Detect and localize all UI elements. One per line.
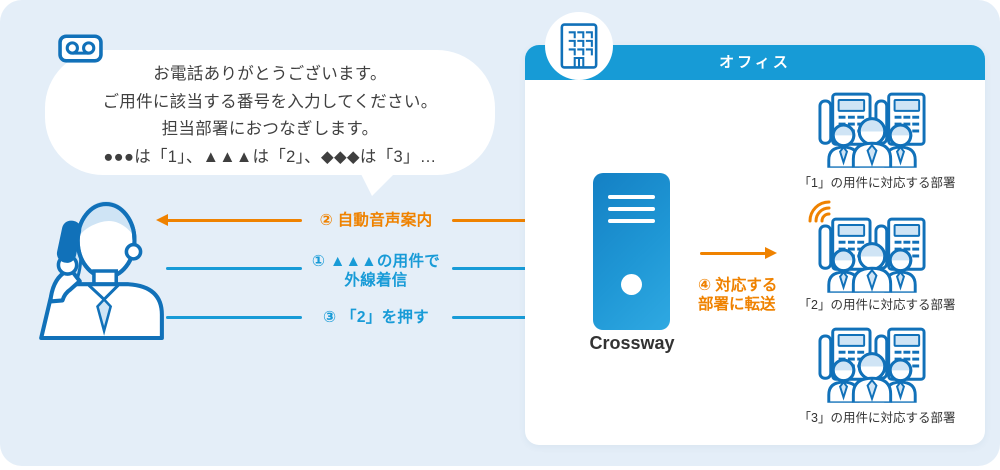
server-vent [608,195,655,199]
office-badge [545,12,613,80]
server-label: Crossway [589,333,675,353]
step-transfer-line2: 部署に転送 [698,296,776,313]
department-3-label: 「3」の用件に対応する部署 [798,411,956,425]
caller-icon [33,198,165,340]
bubble-tail [360,172,396,196]
step-press-two-label: ③ 「2」を押す [323,309,429,326]
step-incoming-line1: ① ▲▲▲の用件で [311,253,441,270]
building-icon [559,22,599,70]
voicemail-icon [58,34,103,63]
voice-guidance-bubble [45,50,495,175]
step-incoming-line2: 外線着信 [344,272,408,289]
arrowhead-left-voice-guidance [156,214,168,226]
server-vent [608,207,655,211]
step-transfer-line1: ④ 対応する [698,277,778,294]
arrowhead-right-transfer [765,247,777,259]
bubble-line: 担当部署におつなぎします。 [161,120,379,138]
department-1-label: 「1」の用件に対応する部署 [798,176,956,190]
arrow-transfer [700,252,766,255]
arrow-voice-guidance-right [452,219,593,222]
department-1-icon [817,91,927,168]
server-led [621,274,642,295]
arrow-press-two-right [452,316,581,319]
step-voice-guidance-label: ② 自動音声案内 [319,212,433,229]
arrow-voice-guidance-left [167,219,302,222]
bubble-text: お電話ありがとうございます。 ご用件に該当する番号を入力してください。 担当部署… [45,61,495,171]
bubble-line: お電話ありがとうございます。 [153,65,387,83]
department-2-label: 「2」の用件に対応する部署 [798,298,956,312]
arrow-incoming-right [452,267,581,270]
server-icon [593,173,670,330]
department-3-icon [817,326,927,403]
arrow-press-two-left [166,316,302,319]
bubble-line: ●●●は「1」、▲▲▲は「2」、◆◆◆は「3」… [103,147,437,166]
department-2-icon [817,216,927,293]
arrow-incoming-left [166,267,302,270]
step-incoming-label: ① ▲▲▲の用件で 外線着信 [300,252,452,290]
server-vent [608,219,655,223]
step-transfer-label: ④ 対応する 部署に転送 [698,276,777,314]
bubble-line: ご用件に該当する番号を入力してください。 [102,92,438,111]
